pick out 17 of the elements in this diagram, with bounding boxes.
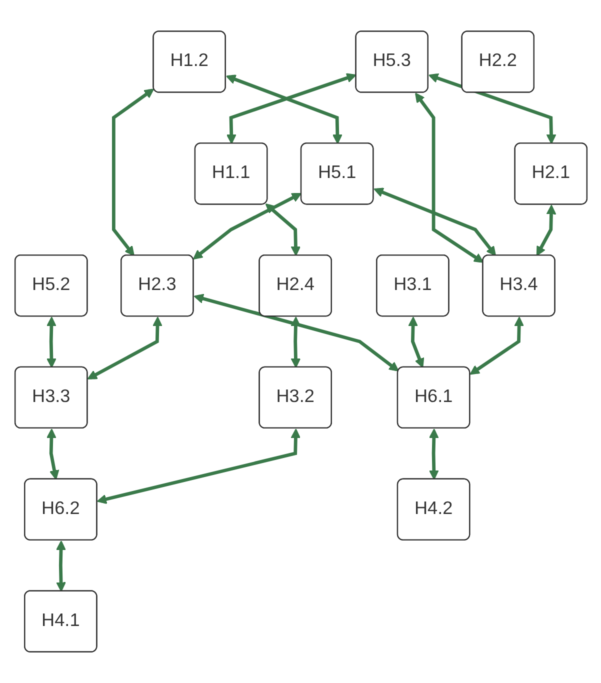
arrow [264, 203, 300, 256]
arrow [290, 316, 300, 368]
arrow [86, 316, 162, 380]
arrow [408, 316, 424, 368]
arrow [373, 188, 496, 256]
arrow [96, 428, 300, 504]
arrow [428, 73, 556, 144]
arrow [111, 88, 154, 256]
arrow [428, 428, 438, 480]
arrow [192, 192, 302, 260]
arrow [56, 540, 66, 592]
arrow [46, 428, 59, 480]
arrow [46, 316, 56, 368]
arrow [414, 92, 484, 263]
arrow [469, 316, 524, 375]
arrow [536, 204, 556, 256]
arrow [193, 294, 398, 372]
